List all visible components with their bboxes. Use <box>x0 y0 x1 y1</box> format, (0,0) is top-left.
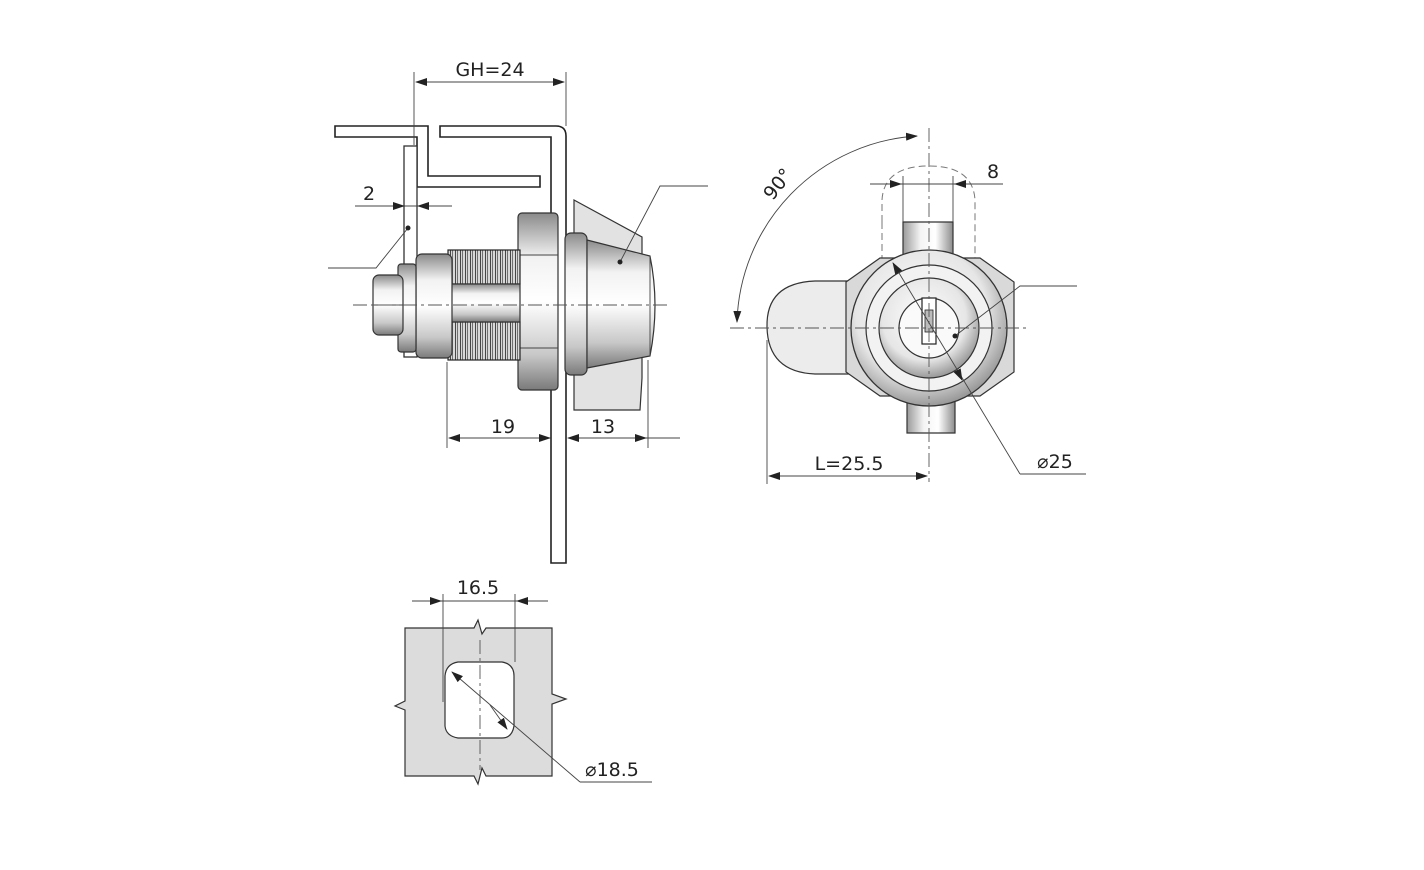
panel-bracket <box>334 125 541 188</box>
dim-cam-width: 8 <box>987 161 999 183</box>
dim-panel-thickness: 2 <box>363 183 375 205</box>
dim-cutout-diameter: ⌀18.5 <box>585 759 639 781</box>
cutout-view: 16.5 ⌀18.5 <box>393 577 652 786</box>
housing-leader <box>619 185 708 263</box>
dim-cutout-width: 16.5 <box>457 577 499 599</box>
face-leader <box>954 285 1077 337</box>
dim-grip-range: GH=24 <box>455 59 524 81</box>
side-view: GH=24 2 19 13 <box>328 59 708 564</box>
dim-thread-length: 19 <box>491 416 515 438</box>
cam-lobe-left <box>766 280 859 375</box>
hex-nut <box>517 212 559 391</box>
dim-face-diameter: ⌀25 <box>1037 451 1073 473</box>
front-collar <box>564 232 588 376</box>
panel-right-plate <box>439 125 567 564</box>
barrel-core <box>447 283 521 323</box>
dim-line-cutout-diameter <box>451 671 581 783</box>
cutout-hole <box>444 661 515 739</box>
dim-rotation-angle: 90° <box>759 164 797 204</box>
rotation-arc <box>733 132 918 323</box>
front-view: 90° 8 ⌀25 L=25.5 <box>730 128 1086 484</box>
rear-body <box>415 253 453 359</box>
panel-leader <box>328 227 409 269</box>
dim-front-length: 13 <box>591 416 615 438</box>
threaded-barrel-bottom <box>447 321 521 361</box>
dim-cam-length: L=25.5 <box>815 453 884 475</box>
threaded-barrel-top <box>447 249 521 285</box>
